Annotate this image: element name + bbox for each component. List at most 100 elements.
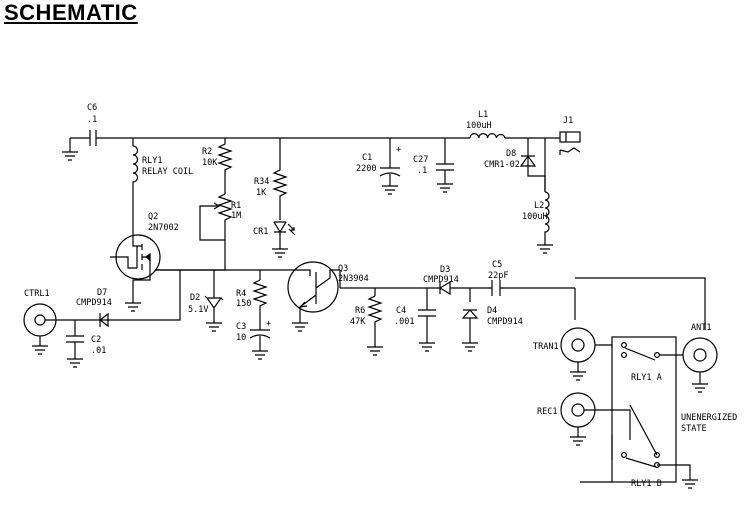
resistor-r6	[367, 295, 383, 344]
connector-tran1	[560, 327, 596, 381]
label-c5-ref: C5	[492, 260, 502, 270]
label-c6-ref: C6	[87, 103, 97, 113]
capacitor-c27	[436, 138, 454, 180]
wire-top-rail	[96, 137, 529, 148]
label-rec1-ref: REC1	[537, 407, 557, 417]
label-l1-val: 100uH	[466, 121, 492, 131]
label-d4-val: CMPD914	[487, 317, 523, 327]
label-j1-ref: J1	[563, 116, 573, 126]
label-rly1a-ref: RLY1 A	[631, 373, 662, 383]
ground-symbol	[272, 246, 288, 258]
label-d2-val: 5.1V	[188, 305, 208, 315]
ground-symbol	[419, 340, 435, 352]
potentiometer-r1	[199, 193, 233, 270]
label-c1-val: 2200	[356, 164, 376, 174]
label-r34-ref: R34	[254, 177, 269, 187]
relay-contacts-box	[580, 336, 698, 489]
inductor-l2	[544, 138, 550, 240]
ground-symbol	[292, 320, 308, 332]
diode-d3	[438, 280, 451, 296]
label-q3-ref: Q3	[338, 264, 348, 274]
label-unenergized-1: UNENERGIZED	[681, 413, 737, 423]
label-r4-val: 150	[236, 299, 251, 309]
label-rly1-ref: RLY1	[142, 156, 162, 166]
label-cr1-ref: CR1	[253, 227, 268, 237]
label-unenergized-2: STATE	[681, 424, 707, 434]
label-c3-ref: C3	[236, 322, 246, 332]
label-ant1-ref: ANT1	[691, 323, 711, 333]
capacitor-c3	[249, 329, 271, 348]
capacitor-c2	[66, 335, 84, 356]
label-d7-ref: D7	[97, 288, 107, 298]
label-c1-plus: +	[396, 145, 401, 155]
wire-collector-line	[340, 287, 575, 310]
wire-node-base	[108, 269, 300, 321]
ground-symbol	[462, 340, 478, 352]
label-q2-val: 2N7002	[148, 223, 179, 233]
page-title: SCHEMATIC	[4, 0, 138, 25]
resistor-r4	[252, 279, 268, 330]
label-ctrl1-ref: CTRL1	[24, 289, 50, 299]
connector-rec1	[560, 392, 631, 446]
mosfet-q2	[110, 234, 225, 300]
resistor-r34	[272, 138, 288, 220]
label-d8-ref: D8	[506, 149, 516, 159]
connector-j1	[528, 131, 581, 155]
label-d3-ref: D3	[440, 265, 450, 275]
ground-symbol	[125, 300, 141, 312]
connector-ctrl1	[23, 303, 108, 355]
capacitor-c5	[491, 280, 501, 296]
capacitor-c1	[379, 138, 401, 182]
connector-ant1	[660, 337, 718, 393]
label-c3-plus: +	[266, 319, 271, 329]
label-r1-ref: R1	[231, 201, 241, 211]
label-l1-ref: L1	[478, 110, 488, 120]
ground-symbol	[437, 180, 453, 193]
label-l2-val: 100uH	[522, 212, 548, 222]
component-labels: C6 .1 L1 100uH J1 RLY1 RELAY COIL R2 10K…	[24, 103, 737, 489]
diode-d4	[461, 309, 479, 340]
ground-symbol	[382, 182, 398, 195]
label-c4-ref: C4	[396, 306, 406, 316]
label-d3-val: CMPD914	[423, 275, 459, 285]
label-c2-val: .01	[91, 346, 106, 356]
zener-d2	[204, 288, 224, 320]
label-c5-val: 22pF	[488, 271, 508, 281]
label-r6-ref: R6	[355, 306, 365, 316]
label-c4-val: .001	[394, 317, 414, 327]
label-d2-ref: D2	[190, 293, 200, 303]
label-r2-val: 10K	[202, 158, 218, 168]
label-c27-val: .1	[417, 166, 427, 176]
inductor-l1	[469, 133, 506, 139]
label-d8-val: CMR1-02	[484, 160, 520, 170]
resistor-r2	[217, 138, 233, 194]
label-c2-ref: C2	[91, 335, 101, 345]
ground-symbol	[252, 348, 268, 360]
transistor-q3	[287, 261, 341, 320]
led-cr1	[273, 221, 296, 246]
label-c1-ref: C1	[362, 153, 372, 163]
ground-symbol	[62, 138, 78, 161]
label-d7-val: CMPD914	[76, 298, 112, 308]
label-c27-ref: C27	[413, 155, 428, 165]
capacitor-c6	[70, 130, 97, 146]
capacitor-c4	[418, 309, 436, 340]
ground-symbol	[367, 344, 383, 356]
label-q2-ref: Q2	[148, 212, 158, 222]
label-rly1-val: RELAY COIL	[142, 167, 193, 177]
label-l2-ref: L2	[534, 201, 544, 211]
ground-symbol	[67, 356, 83, 368]
diode-d8	[519, 148, 546, 192]
relay-coil-rly1	[132, 138, 139, 236]
label-c6-val: .1	[87, 115, 97, 125]
label-r4-ref: R4	[236, 289, 246, 299]
label-q3-val: 2N3904	[338, 274, 369, 284]
label-r2-ref: R2	[202, 147, 212, 157]
label-d4-ref: D4	[487, 306, 497, 316]
label-c3-val: 10	[236, 333, 246, 343]
label-tran1-ref: TRAN1	[533, 342, 559, 352]
label-r6-val: 47K	[350, 317, 366, 327]
label-r34-val: 1K	[256, 188, 267, 198]
ground-symbol	[537, 240, 553, 254]
